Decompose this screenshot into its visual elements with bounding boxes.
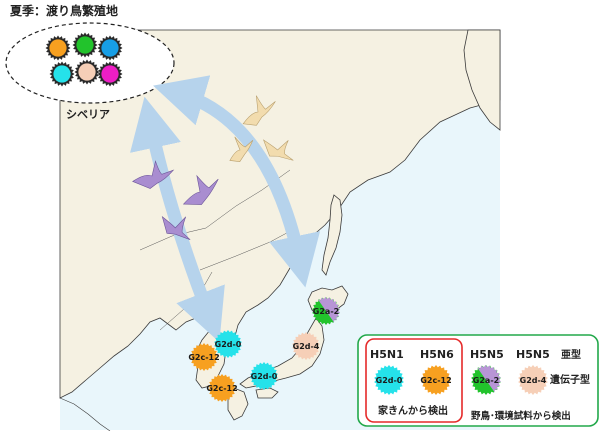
breeding-dot-peach — [78, 63, 96, 81]
badge-g2d-0: G2d-0 — [214, 330, 242, 358]
china-coast — [59, 397, 111, 432]
breeding-dot-teal — [53, 65, 71, 83]
kyushu-island — [227, 387, 249, 421]
breeding-dots — [45, 32, 123, 87]
legend-h5n1: H5N1 — [370, 348, 404, 361]
badge-g2d-4: G2d-4 — [518, 365, 548, 395]
badge-label: G2a-2 — [473, 376, 499, 385]
badge-label: G2a-2 — [313, 307, 339, 316]
honshu-island — [239, 317, 325, 389]
badge-label: G2c-12 — [206, 384, 237, 393]
badge-label: G2d-4 — [293, 342, 320, 351]
breeding-title: 夏季：渡り鳥繁殖地 — [10, 3, 118, 18]
breeding-dot-green — [76, 36, 94, 54]
badge-g2c-12: G2c-12 — [206, 374, 238, 402]
breeding-dot-blue — [101, 39, 119, 57]
badge-label: G2d-0 — [376, 376, 403, 385]
legend-h5n5-a: H5N5 — [470, 348, 504, 361]
bird-tan-2 — [262, 139, 294, 161]
badge-label: G2d-4 — [520, 376, 547, 385]
badge-g2d-4: G2d-4 — [292, 332, 320, 360]
bird-tan-3 — [229, 136, 254, 162]
kamchatka-edge — [463, 29, 501, 131]
legend-wild-caption: 野鳥･環境試料から検出 — [471, 410, 571, 422]
badge-g2d-0: G2d-0 — [250, 362, 278, 390]
badge-g2c-12: G2c-12 — [420, 365, 452, 395]
legend-subtype-label: 亜型 — [561, 348, 581, 361]
poultry-legend-box — [365, 338, 463, 423]
badge-label: G2d-0 — [251, 372, 278, 381]
badge-g2d-0: G2d-0 — [374, 365, 404, 395]
breeding-dot-orange — [49, 39, 67, 57]
badge-g2c-12: G2c-12 — [188, 343, 220, 371]
bird-purple-1 — [132, 160, 175, 189]
badge-label: G2c-12 — [188, 353, 219, 362]
bird-tan-1 — [242, 95, 276, 126]
legend-h5n6: H5N6 — [420, 348, 454, 361]
legend-badges: G2d-0 G2c-12 G2a-2 G2d-4 — [374, 359, 548, 395]
breeding-dot-magenta — [101, 65, 119, 83]
badge-label: G2c-12 — [420, 376, 451, 385]
legend-h5n5-b: H5N5 — [516, 348, 550, 361]
sakhalin-island — [321, 194, 343, 276]
legend-genotype-label: 遺伝子型 — [549, 373, 590, 386]
badge-g2a-2: G2a-2 — [312, 291, 346, 325]
bird-purple-2 — [182, 174, 219, 205]
badge-label: G2d-0 — [215, 340, 242, 349]
siberia-label: シベリア — [66, 108, 110, 121]
migration-arrow-east — [153, 75, 321, 288]
legend-poultry-caption: 家きんから検出 — [378, 404, 448, 417]
bird-purple-3 — [161, 215, 191, 240]
